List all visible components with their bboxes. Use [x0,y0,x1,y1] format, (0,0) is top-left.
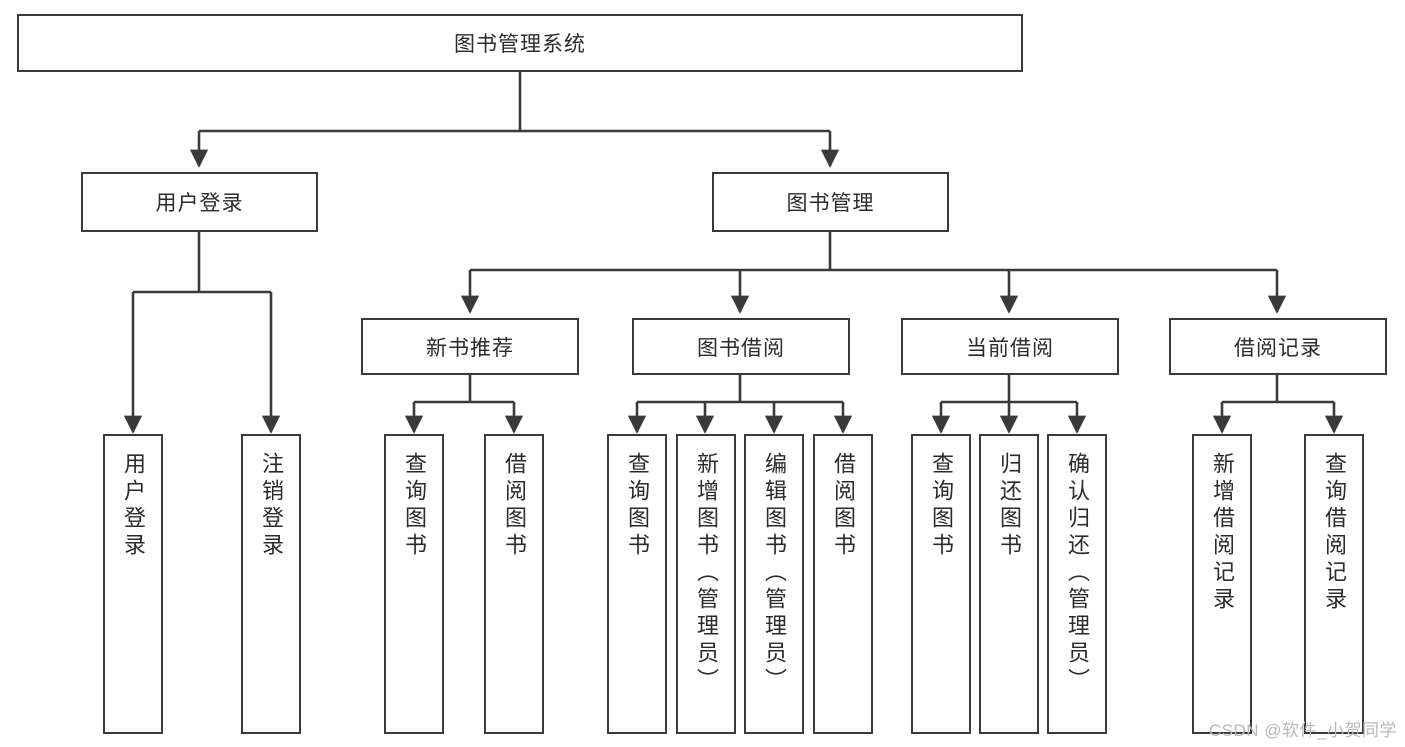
node-leaf-edit-book[interactable]: 编辑图书（管理员） [744,434,804,734]
node-leaf-confirm-return-label: 确认归还（管理员） [1065,452,1090,695]
node-current-borrow-label: 当前借阅 [966,336,1054,360]
node-borrow-record-label: 借阅记录 [1234,336,1322,360]
node-user-login[interactable]: 用户登录 [81,172,318,232]
node-leaf-confirm-return[interactable]: 确认归还（管理员） [1047,434,1107,734]
node-leaf-user-login-label: 用户登录 [121,452,146,560]
node-leaf-query-record[interactable]: 查询借阅记录 [1304,434,1364,734]
node-leaf-add-record[interactable]: 新增借阅记录 [1192,434,1252,734]
node-current-borrow[interactable]: 当前借阅 [901,318,1119,375]
node-leaf-query-record-label: 查询借阅记录 [1322,452,1347,614]
node-new-book-recommend[interactable]: 新书推荐 [361,318,579,375]
node-borrow-record[interactable]: 借阅记录 [1169,318,1387,375]
node-leaf-query-book-3-label: 查询图书 [929,452,954,560]
node-leaf-borrow-book-1[interactable]: 借阅图书 [484,434,544,734]
node-book-manage[interactable]: 图书管理 [712,172,949,232]
node-leaf-logout[interactable]: 注销登录 [241,434,301,734]
watermark: CSDN @软件_小贺同学 [1208,721,1397,740]
node-leaf-edit-book-label: 编辑图书（管理员） [762,452,787,695]
node-leaf-return-book-label: 归还图书 [997,452,1022,560]
node-book-borrow[interactable]: 图书借阅 [632,318,850,375]
node-leaf-return-book[interactable]: 归还图书 [979,434,1039,734]
node-book-manage-label: 图书管理 [786,192,875,215]
node-leaf-borrow-book-2-label: 借阅图书 [831,452,856,560]
node-leaf-query-book-3[interactable]: 查询图书 [911,434,971,734]
node-leaf-query-book-2-label: 查询图书 [625,452,650,560]
node-root[interactable]: 图书管理系统 [17,14,1023,72]
node-leaf-query-book-2[interactable]: 查询图书 [607,434,667,734]
node-leaf-borrow-book-1-label: 借阅图书 [502,452,527,560]
node-leaf-logout-label: 注销登录 [259,452,284,560]
node-user-login-label: 用户登录 [155,192,244,215]
node-leaf-query-book-1[interactable]: 查询图书 [384,434,444,734]
node-leaf-query-book-1-label: 查询图书 [402,452,427,560]
node-leaf-add-record-label: 新增借阅记录 [1210,452,1235,614]
node-leaf-add-book-label: 新增图书（管理员） [694,452,719,695]
node-leaf-user-login[interactable]: 用户登录 [103,434,163,734]
node-root-label: 图书管理系统 [454,33,586,56]
node-leaf-borrow-book-2[interactable]: 借阅图书 [813,434,873,734]
node-book-borrow-label: 图书借阅 [697,336,785,360]
node-leaf-add-book[interactable]: 新增图书（管理员） [676,434,736,734]
node-new-book-recommend-label: 新书推荐 [426,336,514,360]
